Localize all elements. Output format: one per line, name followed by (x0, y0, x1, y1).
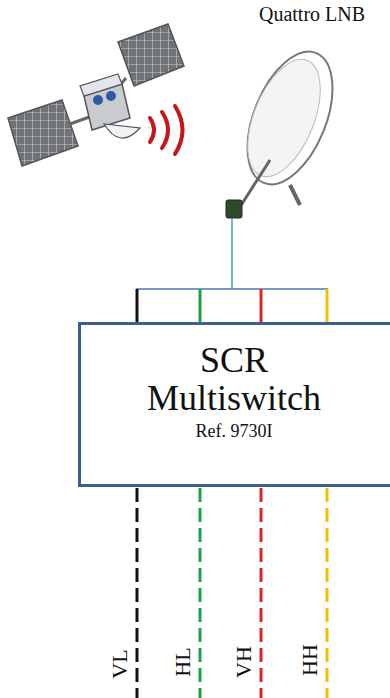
signal-name: VH (233, 646, 255, 678)
signal-name: VL (109, 649, 131, 678)
signal-waves (150, 106, 183, 154)
cable-bar (136, 288, 328, 290)
satellite-dish (226, 40, 350, 218)
output-wires (137, 488, 327, 698)
lnb-label: Quattro LNB (259, 4, 365, 24)
signal-name: HH (299, 644, 321, 676)
reference-number: Ref. 9730I (94, 421, 374, 443)
input-wires (137, 289, 327, 323)
quattro-lnb (226, 200, 242, 218)
solar-panel (8, 100, 78, 166)
solar-panel (118, 24, 184, 86)
device-name: SCR Multiswitch (129, 341, 339, 417)
signal-name: HL (172, 647, 194, 676)
multiswitch-box: SCR MultiswitchRef. 9730I (78, 322, 390, 487)
